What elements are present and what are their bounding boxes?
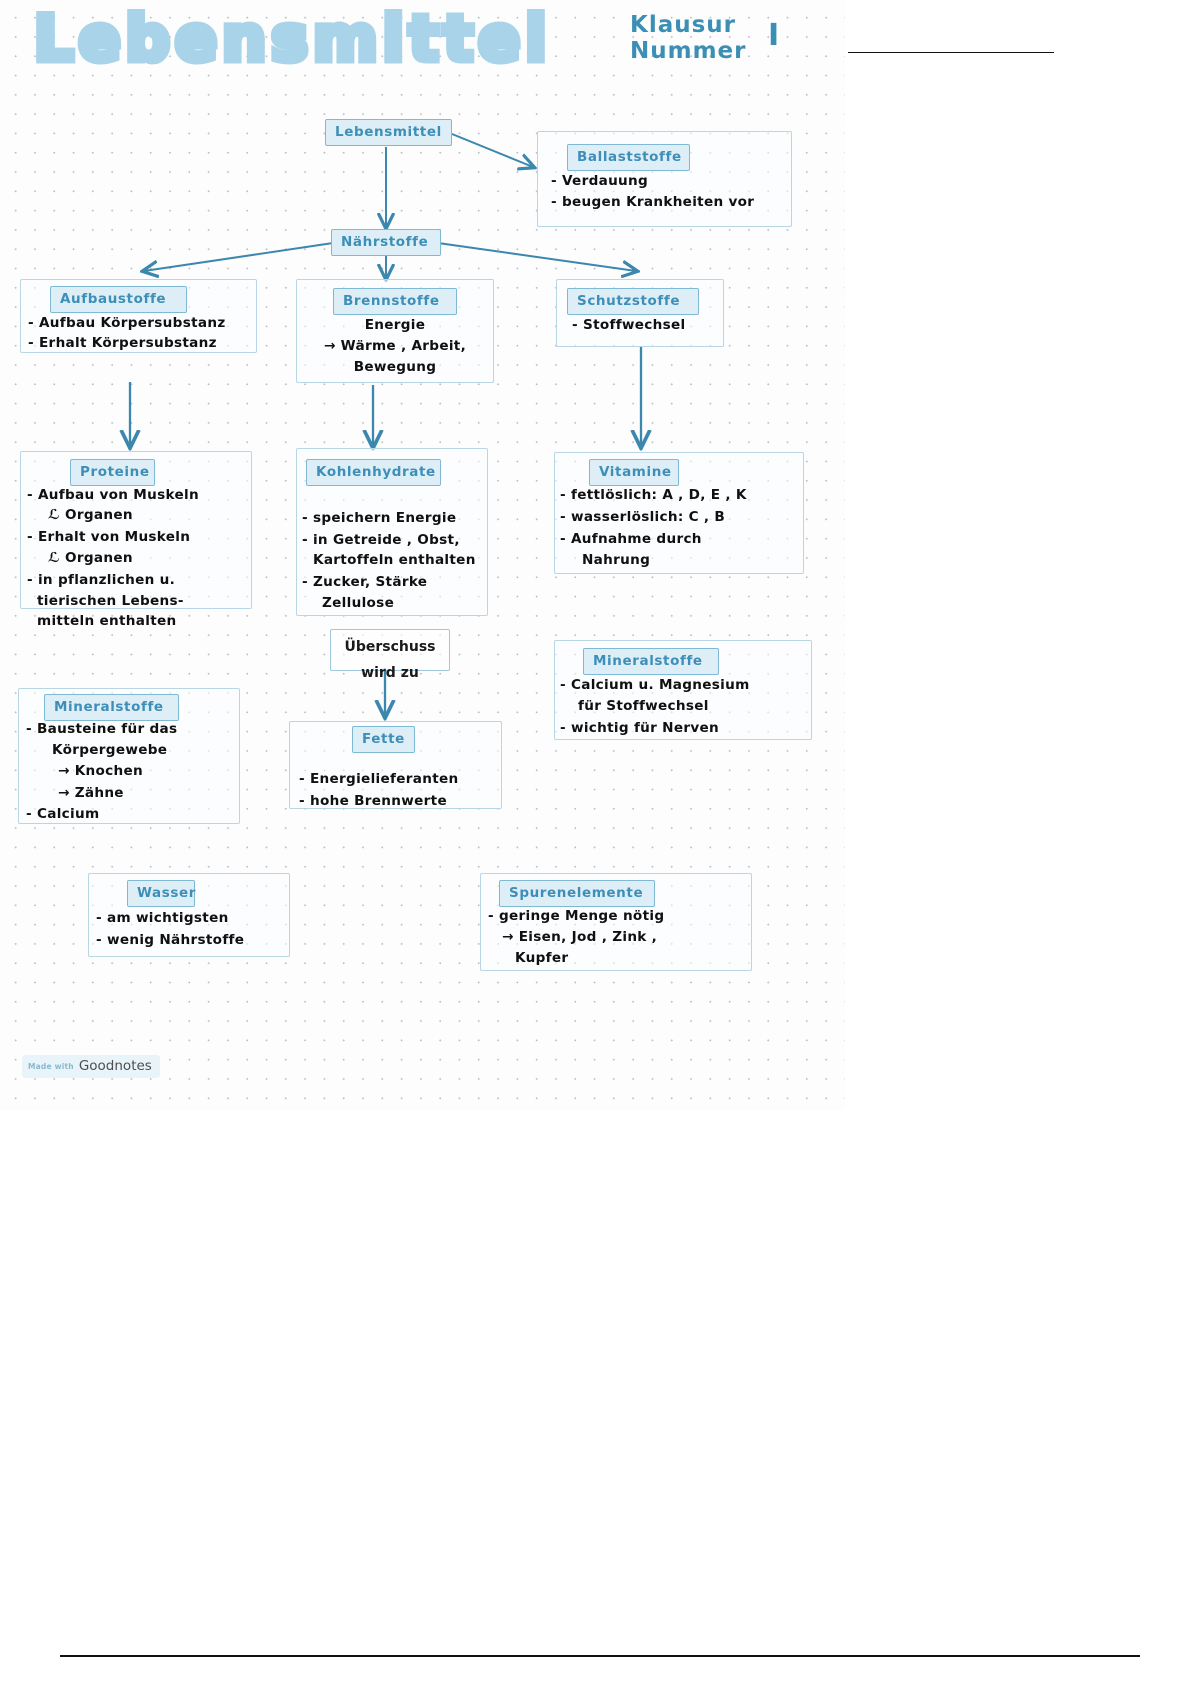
mineralstoffe-right-item-2: - wichtig für Nerven [560, 720, 720, 736]
node-aufbaustoffe[interactable]: Aufbaustoffe [50, 286, 187, 313]
goodnotes-watermark: Made with Goodnotes [22, 1055, 160, 1078]
vitamine-item-3: Nahrung [582, 552, 651, 568]
aufbaustoffe-item-1: - Erhalt Körpersubstanz [28, 335, 217, 351]
node-brennstoffe[interactable]: Brennstoffe [333, 288, 457, 315]
watermark-made-with: Made with [28, 1061, 74, 1071]
node-mineralstoffe-left[interactable]: Mineralstoffe [44, 694, 179, 721]
ballaststoffe-item-0: - Verdauung [551, 173, 649, 189]
kohlenhydrate-item-1: - in Getreide , Obst, [302, 532, 460, 548]
spurenelemente-item-2: Kupfer [515, 950, 569, 966]
vitamine-item-2: - Aufnahme durch [560, 531, 702, 547]
exam-number: I [768, 18, 780, 53]
proteine-item-0: - Aufbau von Muskeln [27, 487, 199, 503]
schutzstoffe-item-0: - Stoffwechsel [572, 317, 686, 333]
kohlenhydrate-item-3: - Zucker, Stärke [302, 574, 428, 590]
watermark-app-name: Goodnotes [78, 1058, 152, 1074]
node-fette[interactable]: Fette [352, 726, 415, 753]
page-title: Lebensmittel [30, 2, 552, 75]
mineralstoffe-left-item-0: - Bausteine für das [26, 721, 178, 737]
proteine-item-2: - Erhalt von Muskeln [27, 529, 191, 545]
proteine-item-5: tierischen Lebens- [37, 593, 184, 609]
node-wasser[interactable]: Wasser [127, 880, 195, 907]
node-proteine[interactable]: Proteine [70, 459, 155, 486]
wasser-item-1: - wenig Nährstoffe [96, 932, 245, 948]
node-ballaststoffe[interactable]: Ballaststoffe [567, 144, 690, 171]
mineralstoffe-left-item-4: - Calcium [26, 806, 100, 822]
fette-item-1: - hohe Brennwerte [299, 793, 447, 809]
header-rule-line [848, 52, 1054, 53]
node-mineralstoffe-right[interactable]: Mineralstoffe [583, 648, 719, 675]
proteine-item-4: - in pflanzlichen u. [27, 572, 176, 588]
kohlenhydrate-item-0: - speichern Energie [302, 510, 457, 526]
node-kohlenhydrate[interactable]: Kohlenhydrate [306, 459, 441, 486]
node-lebensmittel[interactable]: Lebensmittel [325, 119, 452, 146]
aufbaustoffe-item-0: - Aufbau Körpersubstanz [28, 315, 226, 331]
proteine-item-3: ℒ Organen [48, 550, 133, 566]
wasser-item-0: - am wichtigsten [96, 910, 229, 926]
brennstoffe-item-2: Bewegung [353, 359, 437, 375]
node-schutzstoffe[interactable]: Schutzstoffe [567, 288, 699, 315]
vitamine-item-0: - fettlöslich: A , D, E , K [560, 487, 747, 503]
exam-subtitle-line2: Nummer [630, 38, 747, 64]
brennstoffe-item-0: Energie [364, 317, 426, 333]
brennstoffe-item-1: → Wärme , Arbeit, [323, 338, 467, 354]
node-ueberschuss[interactable]: Überschuss wird zu [330, 629, 450, 681]
fette-item-0: - Energielieferanten [299, 771, 459, 787]
mineralstoffe-right-item-1: für Stoffwechsel [578, 698, 709, 714]
vitamine-item-1: - wasserlöslich: C , B [560, 509, 726, 525]
spurenelemente-item-0: - geringe Menge nötig [488, 908, 665, 924]
exam-subtitle-line1: Klausur [630, 12, 737, 38]
mineralstoffe-left-item-2: → Knochen [58, 763, 144, 779]
proteine-item-1: ℒ Organen [48, 507, 133, 523]
mineralstoffe-right-item-0: - Calcium u. Magnesium [560, 677, 750, 693]
proteine-item-6: mitteln enthalten [37, 613, 177, 629]
kohlenhydrate-item-4: Zellulose [322, 595, 395, 611]
mineralstoffe-left-item-3: → Zähne [58, 785, 124, 801]
mineralstoffe-left-item-1: Körpergewebe [52, 742, 168, 758]
ballaststoffe-item-1: - beugen Krankheiten vor [551, 194, 755, 210]
spurenelemente-item-1: → Eisen, Jod , Zink , [502, 929, 658, 945]
node-spurenelemente[interactable]: Spurenelemente [499, 880, 655, 907]
node-naehrstoffe[interactable]: Nährstoffe [331, 229, 441, 256]
node-vitamine[interactable]: Vitamine [589, 459, 679, 486]
kohlenhydrate-item-2: Kartoffeln enthalten [313, 552, 476, 568]
footer-rule-line [60, 1655, 1140, 1657]
